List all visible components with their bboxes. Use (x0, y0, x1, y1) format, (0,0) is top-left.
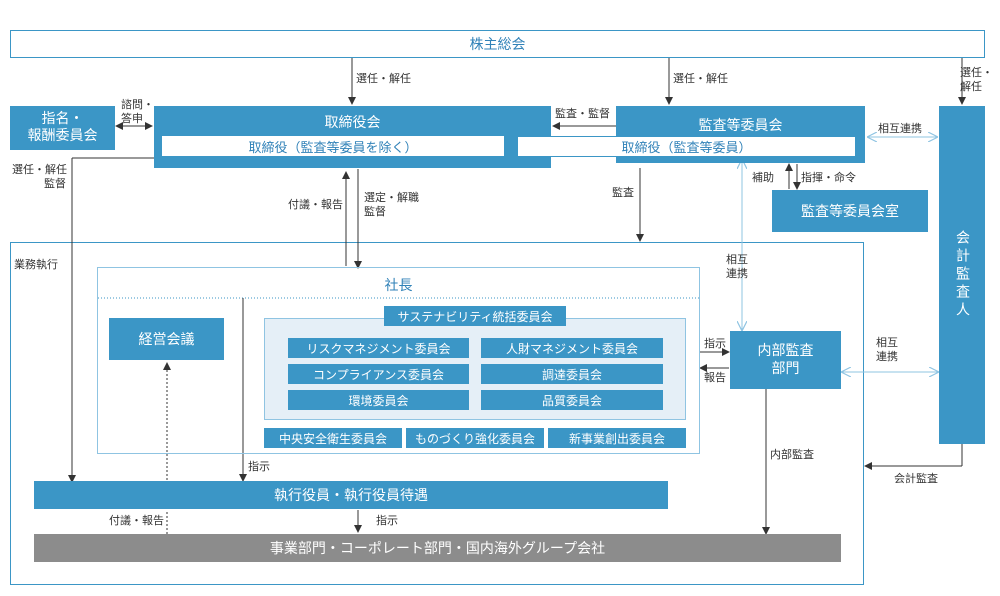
audit-supervise-label: 監査・監督 (555, 107, 610, 120)
accounting-audit-label: 会計監査 (894, 472, 938, 485)
directors-audit-member-box: 取締役（監査等委員） (517, 136, 856, 157)
management-meeting-box: 経営会議 (109, 318, 224, 360)
human-resources-committee: 人財マネジメント委員会 (481, 338, 663, 358)
instruction-label-2: 指示 (248, 460, 270, 473)
submit-report-label-1: 付議・報告 (288, 198, 343, 211)
audit-label: 監査 (612, 186, 634, 199)
instruction-label-1: 指示 (704, 337, 726, 350)
directors-excluding-audit-box: 取締役（監査等委員を除く） (162, 136, 504, 156)
nomination-remuneration-committee-box: 指名・ 報酬委員会 (10, 106, 115, 150)
business-execution-label: 業務執行 (14, 258, 58, 271)
executive-officers-box: 執行役員・執行役員待遇 (34, 481, 668, 509)
board-of-directors-box: 取締役会 取締役（監査等委員を除く） (154, 106, 551, 168)
direct-order-label: 指揮・命令 (801, 171, 856, 184)
report-label: 報告 (704, 371, 726, 384)
consult-report-label: 諮問・答申 (121, 98, 154, 125)
manufacturing-committee: ものづくり強化委員会 (406, 428, 544, 448)
president-frame (97, 267, 700, 454)
elect-dismiss-label-1: 選任・解任 (356, 72, 411, 85)
audit-committee-title: 監査等委員会 (698, 118, 783, 134)
execution-frame (10, 242, 864, 585)
procurement-committee: 調達委員会 (481, 364, 663, 384)
safety-health-committee: 中央安全衛生委員会 (264, 428, 402, 448)
president-title: 社長 (384, 278, 413, 294)
board-title: 取締役会 (324, 115, 381, 131)
audit-committee-office-box: 監査等委員会室 (772, 190, 928, 232)
submit-report-label-2: 付議・報告 (109, 514, 164, 527)
shareholders-meeting-label: 株主総会 (469, 37, 526, 53)
mutual-cooperation-label-1: 相互連携 (878, 122, 922, 135)
quality-committee: 品質委員会 (481, 390, 663, 410)
select-dismiss-supervise-label: 選定・解職監督 (364, 191, 419, 218)
new-business-committee: 新事業創出委員会 (548, 428, 686, 448)
accounting-auditor-box: 会計監査人 (939, 106, 985, 444)
sustainability-committee-title: サステナビリティ統括委員会 (384, 306, 566, 326)
shareholders-meeting-box: 株主総会 (10, 30, 985, 58)
elect-dismiss-label-3: 選任・解任 (960, 66, 993, 93)
mutual-cooperation-label-2: 相互連携 (726, 253, 748, 280)
internal-audit-label: 内部監査 (770, 448, 814, 461)
instruction-label-3: 指示 (376, 514, 398, 527)
elect-dismiss-supervise-label: 選任・解任監督 (12, 163, 67, 190)
business-divisions-box: 事業部門・コーポレート部門・国内海外グループ会社 (34, 534, 841, 562)
risk-management-committee: リスクマネジメント委員会 (288, 338, 469, 358)
elect-dismiss-label-2: 選任・解任 (673, 72, 728, 85)
compliance-committee: コンプライアンス委員会 (288, 364, 469, 384)
environment-committee: 環境委員会 (288, 390, 469, 410)
assist-label: 補助 (752, 171, 774, 184)
mutual-cooperation-label-3: 相互連携 (876, 336, 898, 363)
internal-audit-box: 内部監査 部門 (730, 331, 841, 389)
